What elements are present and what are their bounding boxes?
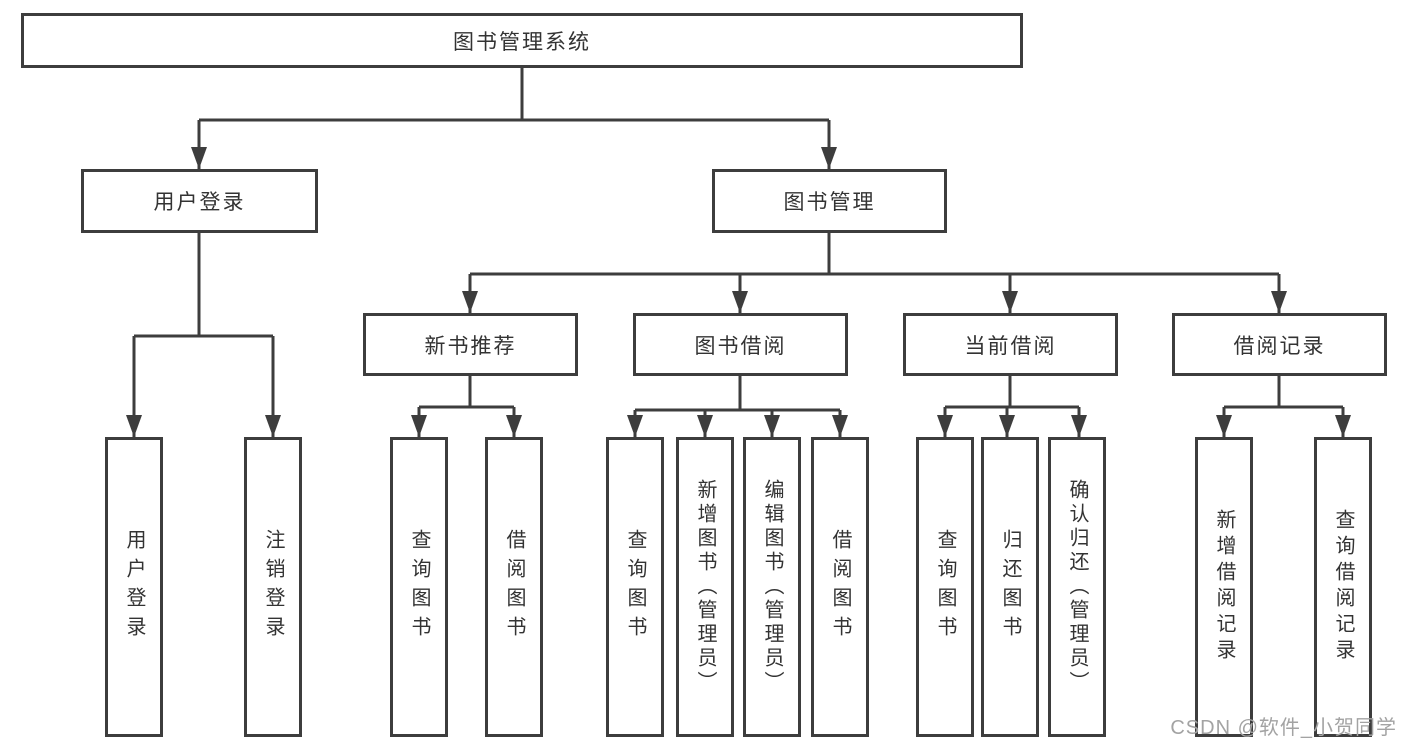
node-borrow-records: 借阅记录 [1172,313,1387,376]
leaf-borrow-books: 借阅图书 [811,437,869,737]
leaf-query-borrow-record: 查询借阅记录 [1314,437,1372,737]
node-label: 查询图书 [934,529,956,645]
node-user-login-group: 用户登录 [81,169,318,233]
node-label: 用户登录 [123,529,145,645]
node-root-system: 图书管理系统 [21,13,1023,68]
csdn-watermark: CSDN @软件_小贺同学 [1170,717,1397,739]
leaf-logout: 注销登录 [244,437,302,737]
node-label: 查询图书 [624,529,646,645]
leaf-user-login: 用户登录 [105,437,163,737]
node-label: 注销登录 [262,529,284,645]
leaf-query-books-borrow: 查询图书 [606,437,664,737]
node-book-management: 图书管理 [712,169,947,233]
node-label: 图书借阅 [694,334,787,358]
leaf-borrow-books-recommend: 借阅图书 [485,437,543,737]
node-label: 查询图书 [408,529,430,645]
node-new-book-recommend: 新书推荐 [363,313,578,376]
node-label: 确认归还（管理员） [1066,479,1088,695]
node-label: 借阅图书 [503,529,525,645]
leaf-add-borrow-record: 新增借阅记录 [1195,437,1253,737]
node-label: 新增借阅记录 [1213,509,1235,665]
node-label: 新书推荐 [424,334,517,358]
node-label: 归还图书 [999,529,1021,645]
node-label: 图书管理 [783,191,876,214]
leaf-return-books: 归还图书 [981,437,1039,737]
node-current-borrow: 当前借阅 [903,313,1118,376]
node-label: 图书管理系统 [453,30,591,54]
node-label: 借阅图书 [829,529,851,645]
leaf-confirm-return-admin: 确认归还（管理员） [1048,437,1106,737]
leaf-add-books-admin: 新增图书（管理员） [676,437,734,737]
node-label: 编辑图书（管理员） [761,479,783,695]
node-label: 新增图书（管理员） [694,479,716,695]
leaf-edit-books-admin: 编辑图书（管理员） [743,437,801,737]
node-label: 用户登录 [153,191,246,214]
leaf-query-books-recommend: 查询图书 [390,437,448,737]
leaf-query-books-current: 查询图书 [916,437,974,737]
node-label: 当前借阅 [964,334,1057,358]
node-label: 查询借阅记录 [1332,509,1354,665]
arrowheads [126,147,1351,437]
node-book-borrow: 图书借阅 [633,313,848,376]
node-label: 借阅记录 [1233,334,1326,358]
